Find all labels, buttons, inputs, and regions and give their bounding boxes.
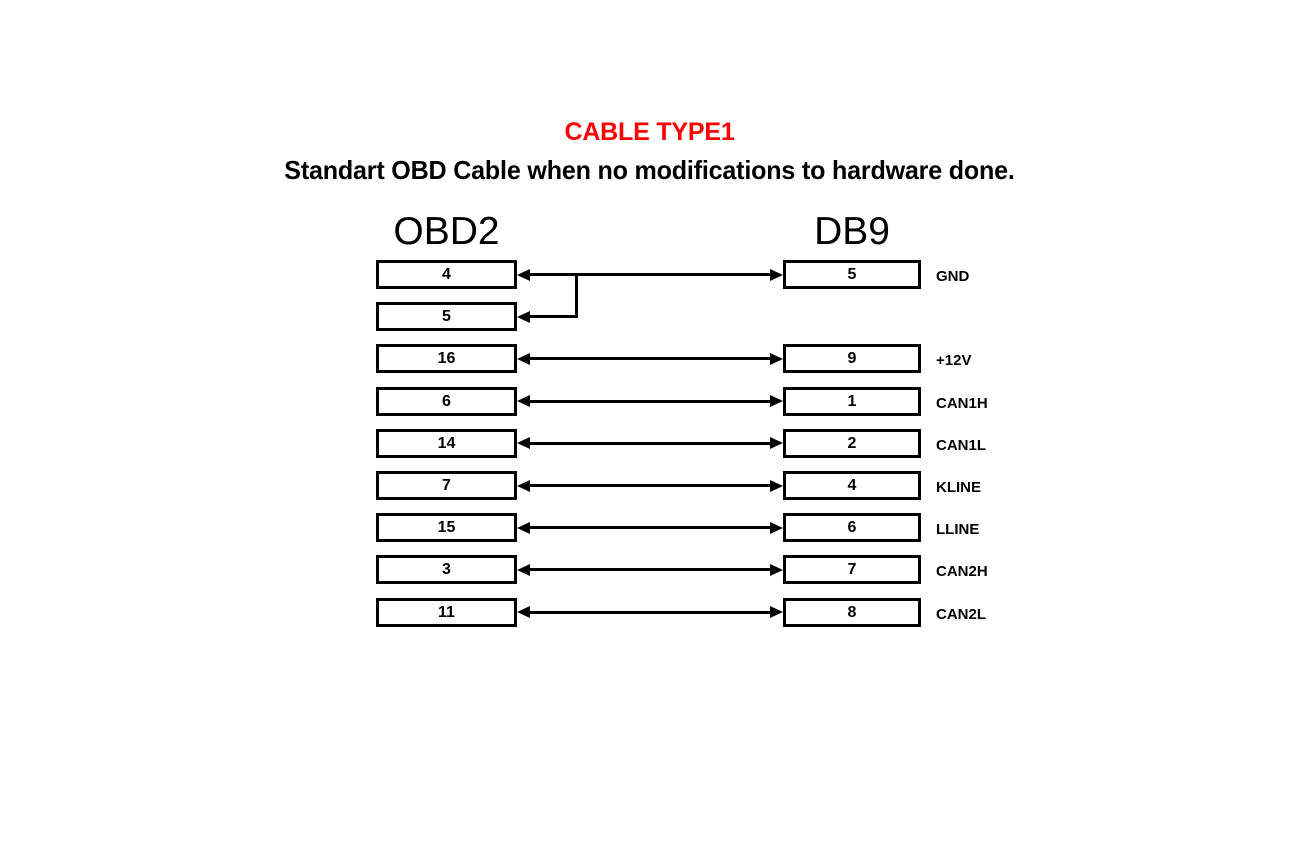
wire-horizontal <box>528 357 772 360</box>
wire-arrowhead-left <box>517 352 530 365</box>
signal-label: CAN2L <box>936 605 987 623</box>
column-header-obd2: OBD2 <box>393 210 500 253</box>
wire-arrowhead-right <box>770 395 783 408</box>
signal-label: CAN1L <box>936 436 987 454</box>
wire-arrowhead-left <box>517 395 530 408</box>
obd2-pin-box: 3 <box>376 555 517 585</box>
db9-pin-box: 4 <box>783 471 921 500</box>
obd2-pin-box: 7 <box>376 471 517 500</box>
signal-label: KLINE <box>936 479 981 496</box>
obd2-pin-box: 6 <box>376 386 517 416</box>
wire-arrowhead-right <box>770 563 783 576</box>
db9-pin-box: 5 <box>783 260 921 289</box>
obd2-pin-box: 5 <box>376 302 517 332</box>
db9-pin-box: 2 <box>783 428 921 458</box>
obd2-pin-box: 4 <box>376 260 517 289</box>
wire-arrowhead-right <box>770 606 783 619</box>
wire-arrowhead-left <box>517 310 530 323</box>
wire-arrowhead-left <box>517 268 530 281</box>
signal-label: CAN2H <box>936 563 988 581</box>
diagram-title: CABLE TYPE1 <box>564 118 735 146</box>
db9-pin-box: 7 <box>783 555 921 585</box>
wire-branch-vertical <box>575 273 578 318</box>
wire-horizontal <box>528 400 772 403</box>
wire-arrowhead-left <box>517 437 530 450</box>
wire-arrowhead-right <box>770 437 783 450</box>
signal-label: +12V <box>936 352 972 370</box>
signal-label: GND <box>936 268 970 285</box>
column-header-db9: DB9 <box>814 210 890 253</box>
db9-pin-box: 6 <box>783 513 921 543</box>
wire-horizontal <box>528 273 772 276</box>
signal-label: CAN1H <box>936 394 988 412</box>
wire-arrowhead-right <box>770 268 783 281</box>
wire-arrowhead-left <box>517 479 530 492</box>
wire-arrowhead-left <box>517 606 530 619</box>
wire-arrowhead-left <box>517 521 530 534</box>
wire-horizontal <box>528 568 772 571</box>
obd2-pin-box: 16 <box>376 344 517 374</box>
obd2-pin-box: 11 <box>376 597 517 627</box>
obd2-pin-box: 15 <box>376 513 517 543</box>
wire-horizontal <box>528 442 772 445</box>
wire-horizontal <box>528 484 772 487</box>
wire-arrowhead-right <box>770 479 783 492</box>
wire-horizontal <box>528 611 772 614</box>
obd2-pin-box: 14 <box>376 428 517 458</box>
wire-arrowhead-right <box>770 521 783 534</box>
wire-branch-horizontal <box>528 315 578 318</box>
db9-pin-box: 1 <box>783 386 921 416</box>
wire-horizontal <box>528 526 772 529</box>
wire-arrowhead-right <box>770 352 783 365</box>
db9-pin-box: 8 <box>783 597 921 627</box>
wire-arrowhead-left <box>517 563 530 576</box>
db9-pin-box: 9 <box>783 344 921 374</box>
signal-label: LLINE <box>936 521 980 539</box>
diagram-subtitle: Standart OBD Cable when no modifications… <box>284 155 1015 185</box>
